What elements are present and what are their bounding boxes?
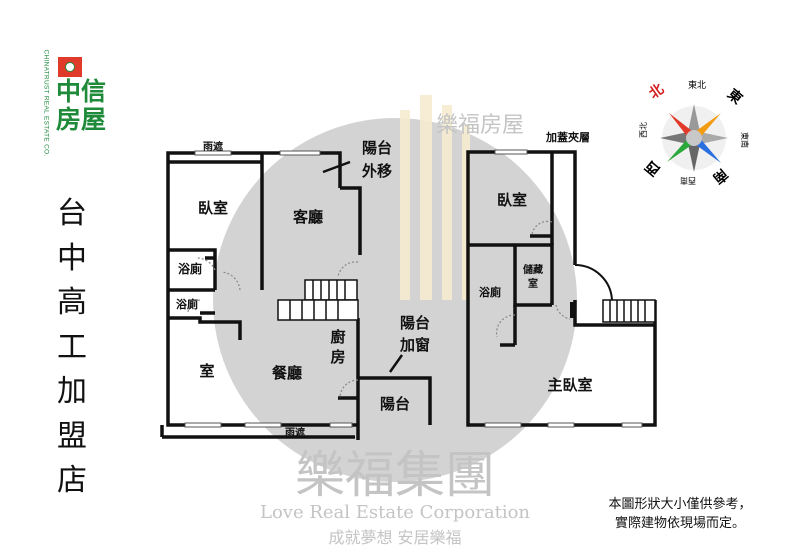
compass-point: [688, 138, 700, 172]
compass-rose: 北 東北 東 東南 南 西南 西 西北: [639, 79, 750, 187]
label-balcony-window: 加窗: [399, 336, 430, 354]
label-storage: 室: [528, 277, 538, 290]
label-kitchen: 房: [330, 348, 345, 366]
right-stairs: [602, 299, 656, 323]
disclaimer-line: 實際建物依現場而定。: [614, 516, 745, 531]
label-master-bedroom: 主臥室: [547, 376, 592, 394]
right-unit-labels: 加蓋夾層 臥室 浴廁 儲藏 室 主臥室: [479, 130, 593, 394]
label-kitchen: 廚: [330, 328, 345, 346]
right-door-jamb: [570, 302, 575, 318]
branch-char: 高: [57, 285, 87, 320]
arrow-icon: [322, 160, 351, 174]
branch-char: 中: [57, 240, 87, 276]
disclaimer-line: 本圖形狀大小僅供參考，: [608, 497, 752, 512]
label-balcony: 陽台: [380, 395, 410, 413]
label-bedroom: 臥室: [497, 191, 527, 209]
watermark-building-icon: [400, 95, 470, 300]
watermark-english-name: Love Real Estate Corporation: [260, 502, 530, 523]
compass-point: [694, 132, 728, 144]
compass-point: [660, 132, 694, 144]
watermark-name: 樂福集團: [295, 446, 495, 504]
watermark-sub-name: 樂福房屋: [436, 113, 524, 138]
right-door-swings: [495, 220, 571, 338]
label-bathroom-2: 浴廁: [176, 297, 198, 311]
branch-char: 盟: [57, 418, 87, 454]
label-bathroom: 浴廁: [479, 285, 501, 299]
branch-char: 店: [57, 463, 87, 498]
left-windows: [184, 150, 353, 428]
label-living-room: 客廳: [292, 208, 323, 226]
label-storage: 儲藏: [522, 263, 543, 276]
compass-northeast: 東北: [688, 79, 706, 91]
left-stairs: [277, 279, 359, 321]
compass-point: [688, 104, 700, 138]
compass-southeast: 東南: [740, 132, 750, 148]
right-door-swing: [574, 263, 613, 301]
left-unit-labels: 臥室 客廳 浴廁 浴廁 室 餐廳 廚 房 陽台 外移 陽台 加窗 陽台 雨遮 雨…: [176, 139, 430, 439]
logo-mark: [58, 57, 82, 77]
label-balcony-window: 陽台: [400, 314, 430, 332]
label-canopy-top: 雨遮: [203, 140, 223, 153]
right-unit-walls: [466, 150, 657, 427]
compass-northwest: 西北: [639, 122, 648, 138]
compass-southwest: 西南: [680, 176, 696, 186]
label-room: 室: [199, 362, 214, 380]
label-canopy-bottom: 雨遮: [285, 426, 305, 439]
label-bathroom-1: 浴廁: [178, 261, 202, 276]
label-mezzanine: 加蓋夾層: [545, 130, 590, 144]
watermark-slogan: 成就夢想 安居樂福: [328, 528, 461, 547]
right-windows: [484, 149, 643, 428]
compass-north: 北: [646, 81, 667, 102]
branch-char: 工: [57, 329, 87, 365]
chinatrust-logo: CHINATRUST REAL ESTATE CO. 中信房屋: [38, 50, 118, 174]
label-balcony-moved: 陽台: [362, 139, 392, 157]
watermark-disc: [213, 118, 577, 482]
arrow-icon: [388, 354, 404, 373]
watermark: 樂福房屋 樂福集團 Love Real Estate Corporation 成…: [213, 95, 577, 547]
branch-char: 加: [57, 374, 87, 409]
branch-char: 台: [57, 196, 87, 231]
left-door-swings: [187, 257, 359, 399]
label-balcony-moved: 外移: [361, 162, 392, 180]
branch-name: 台 中 高 工 加 盟 店: [52, 192, 92, 504]
label-dining-room: 餐廳: [272, 364, 302, 382]
label-bedroom: 臥室: [198, 199, 228, 217]
disclaimer: 本圖形狀大小僅供參考， 實際建物依現場而定。: [570, 495, 790, 533]
logo-chinese-name: 中信房屋: [56, 77, 107, 134]
